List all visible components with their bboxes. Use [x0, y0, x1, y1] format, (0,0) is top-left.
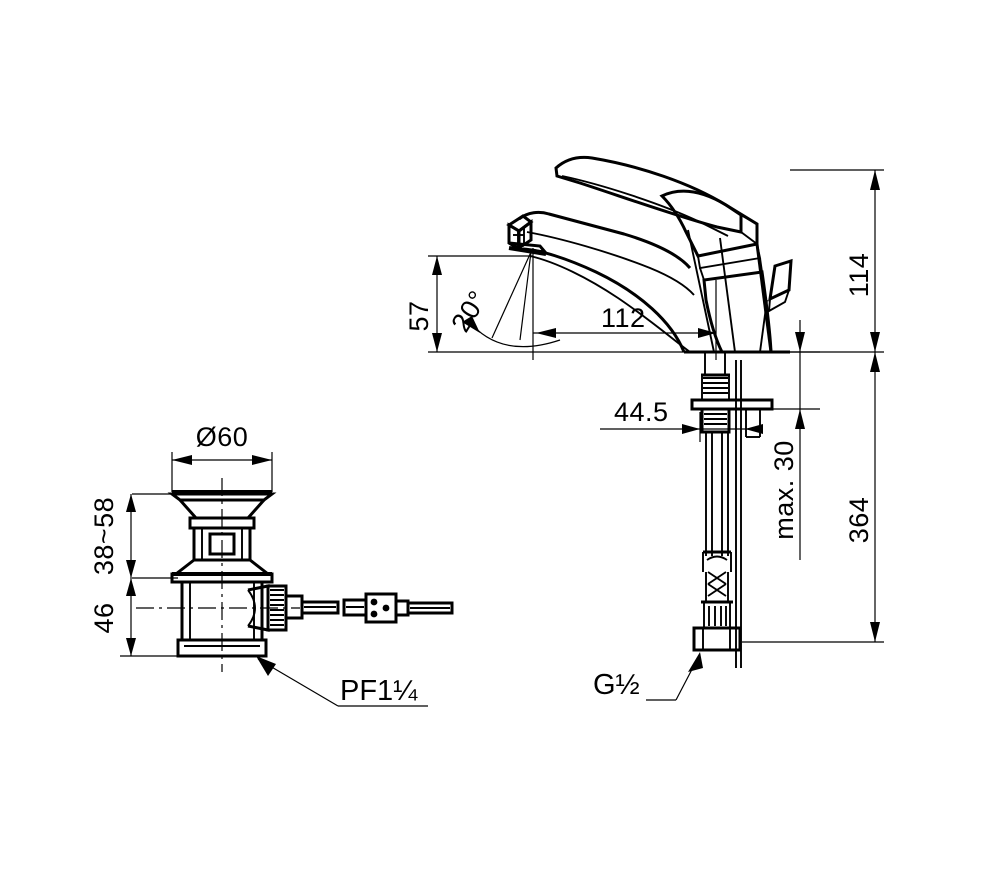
dimension-max-30: max. 30 — [769, 320, 820, 560]
dimension-364-text: 364 — [844, 497, 874, 544]
faucet-body-rear-edge — [755, 243, 773, 353]
label-drain-thread: PF1¼ — [340, 675, 418, 707]
faucet-lift-knob — [767, 258, 793, 313]
dimension-46-text: 46 — [89, 602, 119, 633]
faucet-shank-assembly — [690, 353, 774, 668]
label-supply-thread: G½ — [593, 669, 640, 701]
drain-assembly — [136, 478, 454, 672]
leader-supply-thread: G½ — [593, 652, 703, 701]
leader-drain-thread: PF1¼ — [256, 656, 428, 707]
dimension-46: 46 — [89, 578, 178, 657]
dimension-44-5-text: 44.5 — [614, 397, 669, 427]
faucet-handle-lever — [554, 155, 758, 246]
dimension-112: 112 — [532, 248, 717, 360]
dimension-38-58: 38~58 — [89, 493, 178, 579]
dimension-112-text: 112 — [601, 303, 646, 333]
faucet-body-rear-fold — [759, 299, 768, 353]
dimension-44-5: 44.5 — [600, 397, 763, 442]
dimension-57-text: 57 — [404, 300, 434, 331]
dimension-38-58-text: 38~58 — [89, 497, 119, 575]
dimension-dia-60-text: Ø60 — [196, 422, 249, 452]
dimension-114-text: 114 — [844, 253, 874, 298]
faucet-assembly — [506, 155, 793, 668]
dimension-dia-60: Ø60 — [171, 422, 273, 492]
dimension-57: 57 — [404, 255, 690, 353]
dimension-364: 364 — [742, 352, 884, 643]
dimension-114: 114 — [790, 169, 884, 353]
dimension-max-30-text: max. 30 — [769, 440, 799, 540]
dimension-20-deg-text: 20° — [445, 285, 493, 337]
faucet-spout — [506, 210, 695, 353]
